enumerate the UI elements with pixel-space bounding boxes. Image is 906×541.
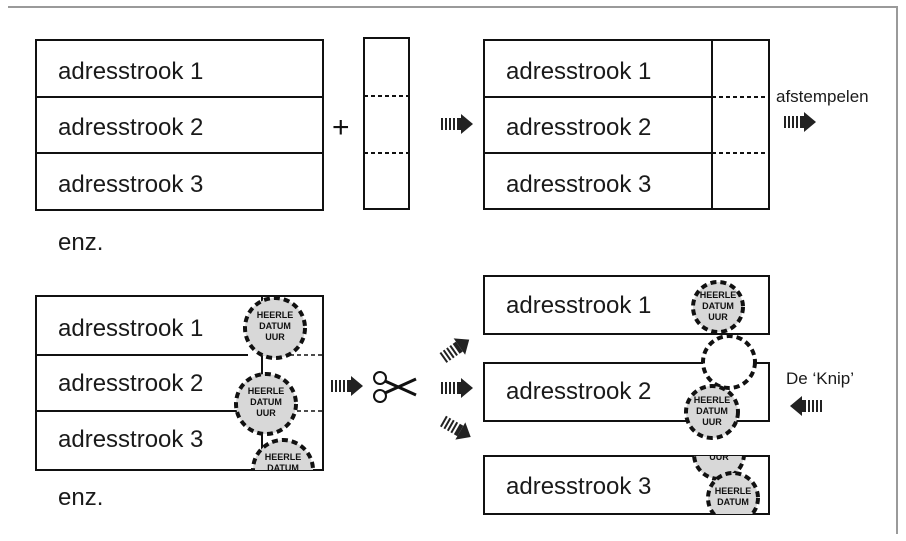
svg-text:HEERLE: HEERLE [265, 452, 302, 462]
svg-text:DATUM: DATUM [702, 301, 734, 311]
postmark-stamp: HEERLE DATUM UUR [234, 372, 298, 436]
svg-text:DATUM: DATUM [250, 397, 282, 407]
cut-strip-1: adresstrook 1 HEERLE DATUM UUR [483, 275, 770, 335]
svg-text:UUR: UUR [256, 408, 276, 418]
strip-label: adresstrook 2 [58, 370, 203, 397]
figure-frame [8, 6, 898, 534]
knip-label: De ‘Knip’ [786, 369, 854, 388]
svg-text:UUR: UUR [265, 332, 285, 342]
strip-label: adresstrook 3 [58, 426, 203, 453]
stamped-strip-stack: adresstrook 1 adresstrook 2 adresstrook … [35, 295, 324, 473]
arrow-icon [331, 376, 363, 396]
postmark-stamp: HEERLE DATUM [251, 438, 315, 473]
etc-label: enz. [58, 229, 103, 256]
plus-icon: + [332, 111, 350, 144]
action-label: afstempelen [776, 87, 869, 106]
arrow-icon [441, 378, 473, 398]
svg-text:UUR: UUR [702, 417, 722, 427]
svg-text:UUR: UUR [709, 452, 729, 462]
scissors-icon [373, 371, 417, 403]
strip-label: adresstrook 1 [58, 58, 203, 85]
svg-text:HEERLE: HEERLE [257, 310, 294, 320]
svg-text:DATUM: DATUM [259, 321, 291, 331]
stamp-column-strip [363, 37, 410, 210]
combined-strip-stack: adresstrook 1 adresstrook 2 adresstrook … [483, 39, 770, 210]
arrow-icon [441, 114, 473, 134]
postmark-stamp: HEERLE DATUM UUR [684, 384, 740, 440]
postmark-stamp: HEERLE DATUM UUR [691, 280, 745, 334]
strip-label: adresstrook 3 [58, 171, 203, 198]
strip-label: adresstrook 1 [58, 315, 203, 342]
svg-text:DATUM: DATUM [717, 497, 749, 507]
strip-label: adresstrook 2 [506, 378, 651, 405]
arrow-icon [784, 112, 816, 132]
strip-label: adresstrook 1 [506, 58, 651, 85]
svg-text:HEERLE: HEERLE [694, 395, 731, 405]
svg-text:HEERLE: HEERLE [700, 290, 737, 300]
postmark-stamp: HEERLE DATUM UUR [243, 296, 307, 360]
arrow-icon [790, 396, 822, 416]
cut-strip-2: adresstrook 2 HEERLE DATUM UUR [483, 334, 770, 440]
postmark-stamp: HEERLE DATUM [706, 471, 760, 514]
strip-label: adresstrook 1 [506, 292, 651, 319]
svg-text:DATUM: DATUM [696, 406, 728, 416]
svg-text:HEERLE: HEERLE [248, 386, 285, 396]
svg-text:DATUM: DATUM [267, 463, 299, 473]
svg-text:HEERLE: HEERLE [715, 486, 752, 496]
strip-label: adresstrook 3 [506, 171, 651, 198]
cut-strip-3: adresstrook 3 UUR HEERLE DATUM [483, 452, 770, 515]
arrow-icon [437, 331, 475, 367]
etc-label: enz. [58, 484, 103, 511]
postmark-stamp [701, 334, 757, 390]
strip-label: adresstrook 2 [506, 114, 651, 141]
strip-label: adresstrook 3 [506, 473, 651, 500]
arrow-icon [438, 412, 476, 446]
svg-text:UUR: UUR [708, 312, 728, 322]
top-strip-stack: adresstrook 1 adresstrook 2 adresstrook … [35, 39, 324, 211]
strip-label: adresstrook 2 [58, 114, 203, 141]
